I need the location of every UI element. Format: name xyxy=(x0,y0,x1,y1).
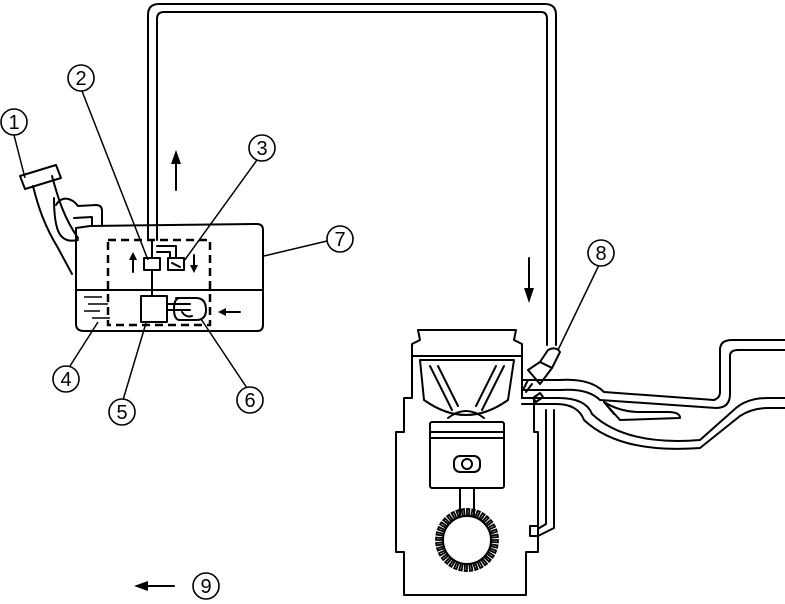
callout-5: 5 xyxy=(108,398,136,426)
connecting-rod xyxy=(459,488,475,516)
flow-arrow-down-small xyxy=(190,254,198,273)
svg-text:9: 9 xyxy=(200,576,211,598)
callout-2: 2 xyxy=(67,64,95,92)
fuel-line xyxy=(147,3,557,346)
svg-text:2: 2 xyxy=(75,68,86,90)
svg-text:7: 7 xyxy=(334,229,345,251)
callout-6: 6 xyxy=(236,386,264,414)
crank-gear xyxy=(435,488,499,572)
svg-text:8: 8 xyxy=(595,243,606,265)
gear-body xyxy=(442,515,492,565)
tank-body xyxy=(75,223,264,332)
fuel-pump xyxy=(140,295,168,323)
callout-1: 1 xyxy=(0,108,28,136)
callout-3: 3 xyxy=(248,134,276,162)
piston xyxy=(429,421,505,489)
engine xyxy=(395,329,539,596)
svg-text:1: 1 xyxy=(8,112,19,134)
svg-text:4: 4 xyxy=(60,369,71,391)
flow-arrow-up-large xyxy=(171,150,181,191)
fuel-injector xyxy=(523,347,561,403)
callout-4: 4 xyxy=(52,365,80,393)
pressure-regulator xyxy=(143,257,161,271)
svg-text:3: 3 xyxy=(256,138,267,160)
pump-module-outline xyxy=(106,238,212,327)
leader-lines xyxy=(13,90,600,401)
svg-text:6: 6 xyxy=(244,390,255,412)
callout-9: 9 xyxy=(192,572,220,600)
filler-neck xyxy=(19,164,103,275)
engine-pipe xyxy=(529,409,555,537)
callout-7: 7 xyxy=(326,225,354,253)
flow-arrow-down-large xyxy=(524,257,534,303)
flow-arrow-left-legend xyxy=(134,581,175,591)
flow-arrow-left-small xyxy=(218,308,241,316)
fuel-tank xyxy=(19,164,264,332)
gear-teeth xyxy=(435,508,499,572)
flow-arrow-up-small xyxy=(129,252,137,273)
callout-8: 8 xyxy=(587,239,615,267)
combustion-chamber xyxy=(419,359,515,416)
fuel-surface-lines xyxy=(84,296,110,319)
svg-text:5: 5 xyxy=(116,402,127,424)
intake-manifold xyxy=(521,339,785,450)
